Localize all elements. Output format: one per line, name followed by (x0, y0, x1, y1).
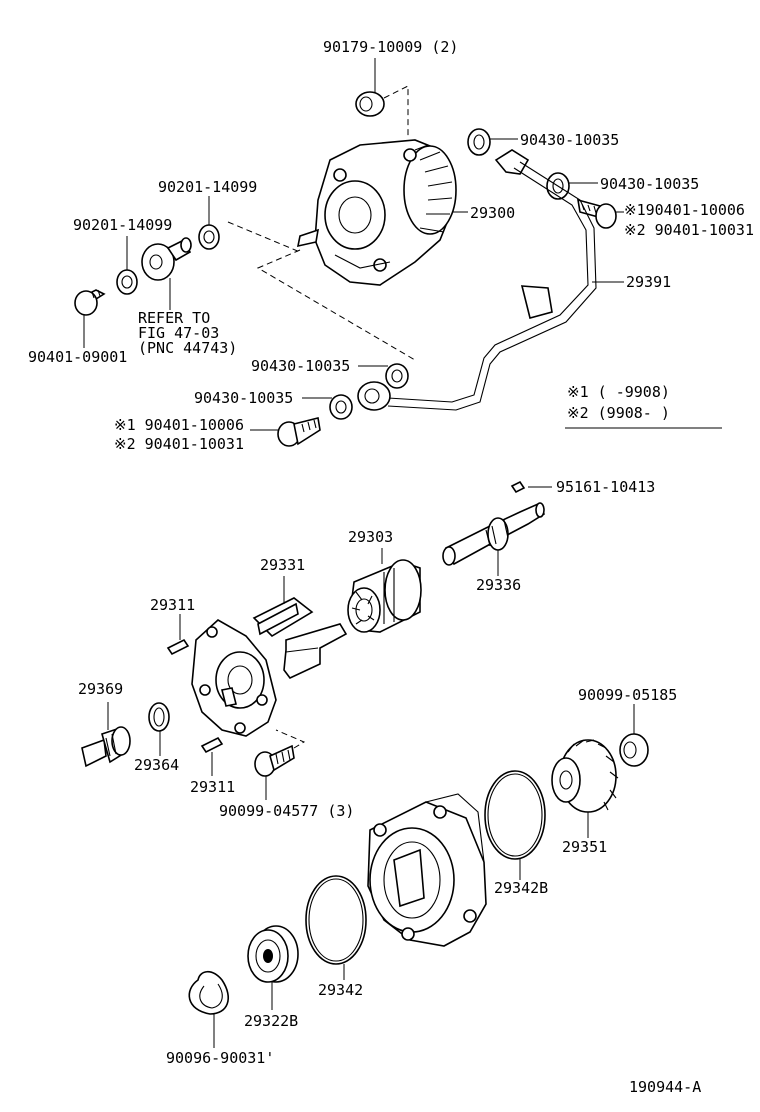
union-bolt-right (577, 198, 624, 229)
washer-90201-a (116, 236, 138, 295)
o-ring-29342B (484, 770, 546, 880)
label-90201-b: 90201-14099 (158, 178, 257, 196)
pin-29311-b (200, 736, 224, 776)
cap-90179-10009 (355, 58, 409, 138)
label-90099-04577: 90099-04577 (3) (219, 802, 354, 820)
bearing-29322B (247, 925, 299, 1010)
sensor-29369 (81, 702, 131, 768)
snap-ring-90096-90031 (188, 970, 230, 1048)
label-29391: 29391 (626, 273, 671, 291)
gasket-90430-mid-1 (358, 363, 409, 389)
note-1: ※1 ( -9908) (567, 383, 670, 401)
label-29351: 29351 (562, 838, 607, 856)
label-90401-09001: 90401-09001 (28, 348, 127, 366)
label-90201-a: 90201-14099 (73, 216, 172, 234)
label-90179-10009: 90179-10009 (2) (323, 38, 458, 56)
refer-line-1: REFER TO (138, 309, 210, 327)
refer-line-2: FIG 47-03 (138, 324, 219, 342)
pump-housing-body (367, 793, 487, 947)
label-90430-mid-2: 90430-10035 (194, 389, 293, 407)
label-90401-10031-right: ※2 90401-10031 (624, 221, 754, 239)
vanes-29331 (252, 576, 348, 679)
vacuum-pump-29300 (296, 139, 468, 286)
label-29369: 29369 (78, 680, 123, 698)
label-29311-a: 29311 (150, 596, 195, 614)
label-29300: 29300 (470, 204, 515, 222)
o-ring-29342 (305, 875, 367, 980)
label-90401-10006-right: ※190401-10006 (624, 201, 745, 219)
rotor-29303 (347, 548, 422, 633)
note-2: ※2 (9908- ) (567, 404, 670, 422)
o-ring-29364 (148, 702, 170, 756)
gear-29351 (551, 739, 619, 838)
label-29303: 29303 (348, 528, 393, 546)
label-90401-10031-left: ※2 90401-10031 (114, 435, 244, 453)
union-bolt-left (250, 417, 321, 447)
label-90099-05185: 90099-05185 (578, 686, 677, 704)
diagram-id: 190944-A (629, 1078, 701, 1096)
label-29364: 29364 (134, 756, 179, 774)
label-29322B: 29322B (244, 1012, 298, 1030)
label-29342B: 29342B (494, 879, 548, 897)
label-90430-top-2: 90430-10035 (600, 175, 699, 193)
oil-pipe-29391 (357, 149, 624, 411)
pin-29311-a (166, 614, 190, 656)
vacuum-fitting (141, 237, 192, 310)
notes-block: ※1 ( -9908) ※2 (9908- ) (565, 383, 722, 429)
shaft-29336 (442, 502, 546, 576)
washer-90201-b (198, 196, 220, 250)
label-90430-mid-1: 90430-10035 (251, 357, 350, 375)
key-95161-10413 (510, 480, 552, 494)
gasket-90430-top-1 (467, 128, 518, 156)
label-95161: 95161-10413 (556, 478, 655, 496)
label-90401-10006-left: ※1 90401-10006 (114, 416, 244, 434)
label-90430-top-1: 90430-10035 (520, 131, 619, 149)
bolt-90099-04577 (254, 729, 306, 800)
bolt-90401-09001 (74, 289, 106, 348)
nut-90099-05185 (619, 704, 649, 767)
refer-line-3: (PNC 44743) (138, 339, 237, 357)
label-29331: 29331 (260, 556, 305, 574)
pump-housing-plate (191, 619, 277, 737)
label-29336: 29336 (476, 576, 521, 594)
gasket-90430-mid-2 (302, 394, 353, 420)
label-29311-b: 29311 (190, 778, 235, 796)
label-29342: 29342 (318, 981, 363, 999)
label-90096-90031: 90096-90031' (166, 1049, 274, 1067)
